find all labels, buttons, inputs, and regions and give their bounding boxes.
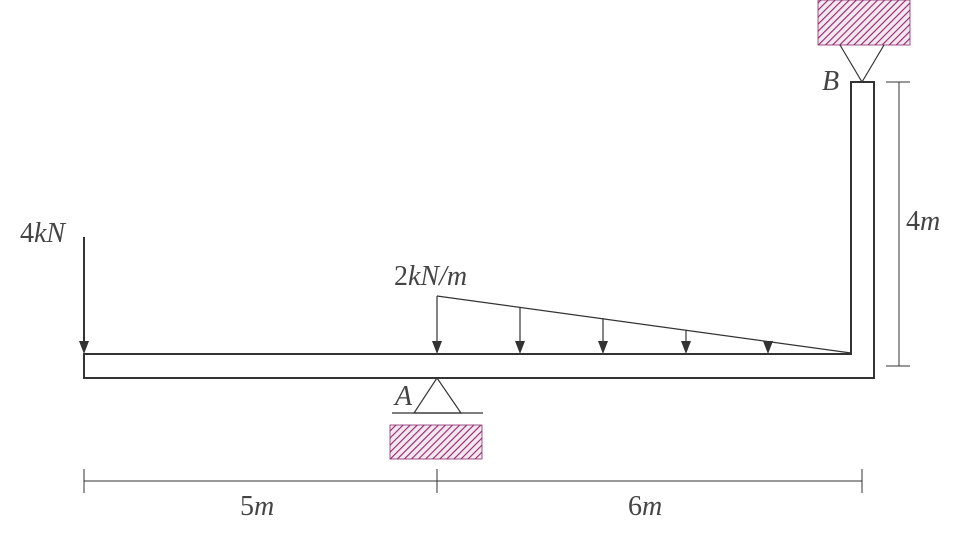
ground-hatch-a (389, 424, 483, 460)
support-a-label: A (393, 381, 413, 412)
dimension-vertical (886, 81, 910, 367)
point-load-label: 4kN (20, 218, 66, 249)
beam-frame (83, 81, 875, 379)
point-load-arrow (79, 237, 89, 354)
dimension-vertical-label: 4m (906, 206, 940, 237)
distributed-load (432, 295, 852, 354)
distributed-load-label: 2kN/m (394, 261, 467, 292)
support-b-label: B (822, 66, 839, 97)
support-a (389, 376, 483, 460)
dimension-left-label: 5m (240, 491, 274, 522)
dimension-right-label: 6m (628, 491, 662, 522)
support-b (817, 0, 911, 84)
ground-hatch-b (817, 0, 911, 46)
dimension-horizontal (83, 469, 863, 493)
